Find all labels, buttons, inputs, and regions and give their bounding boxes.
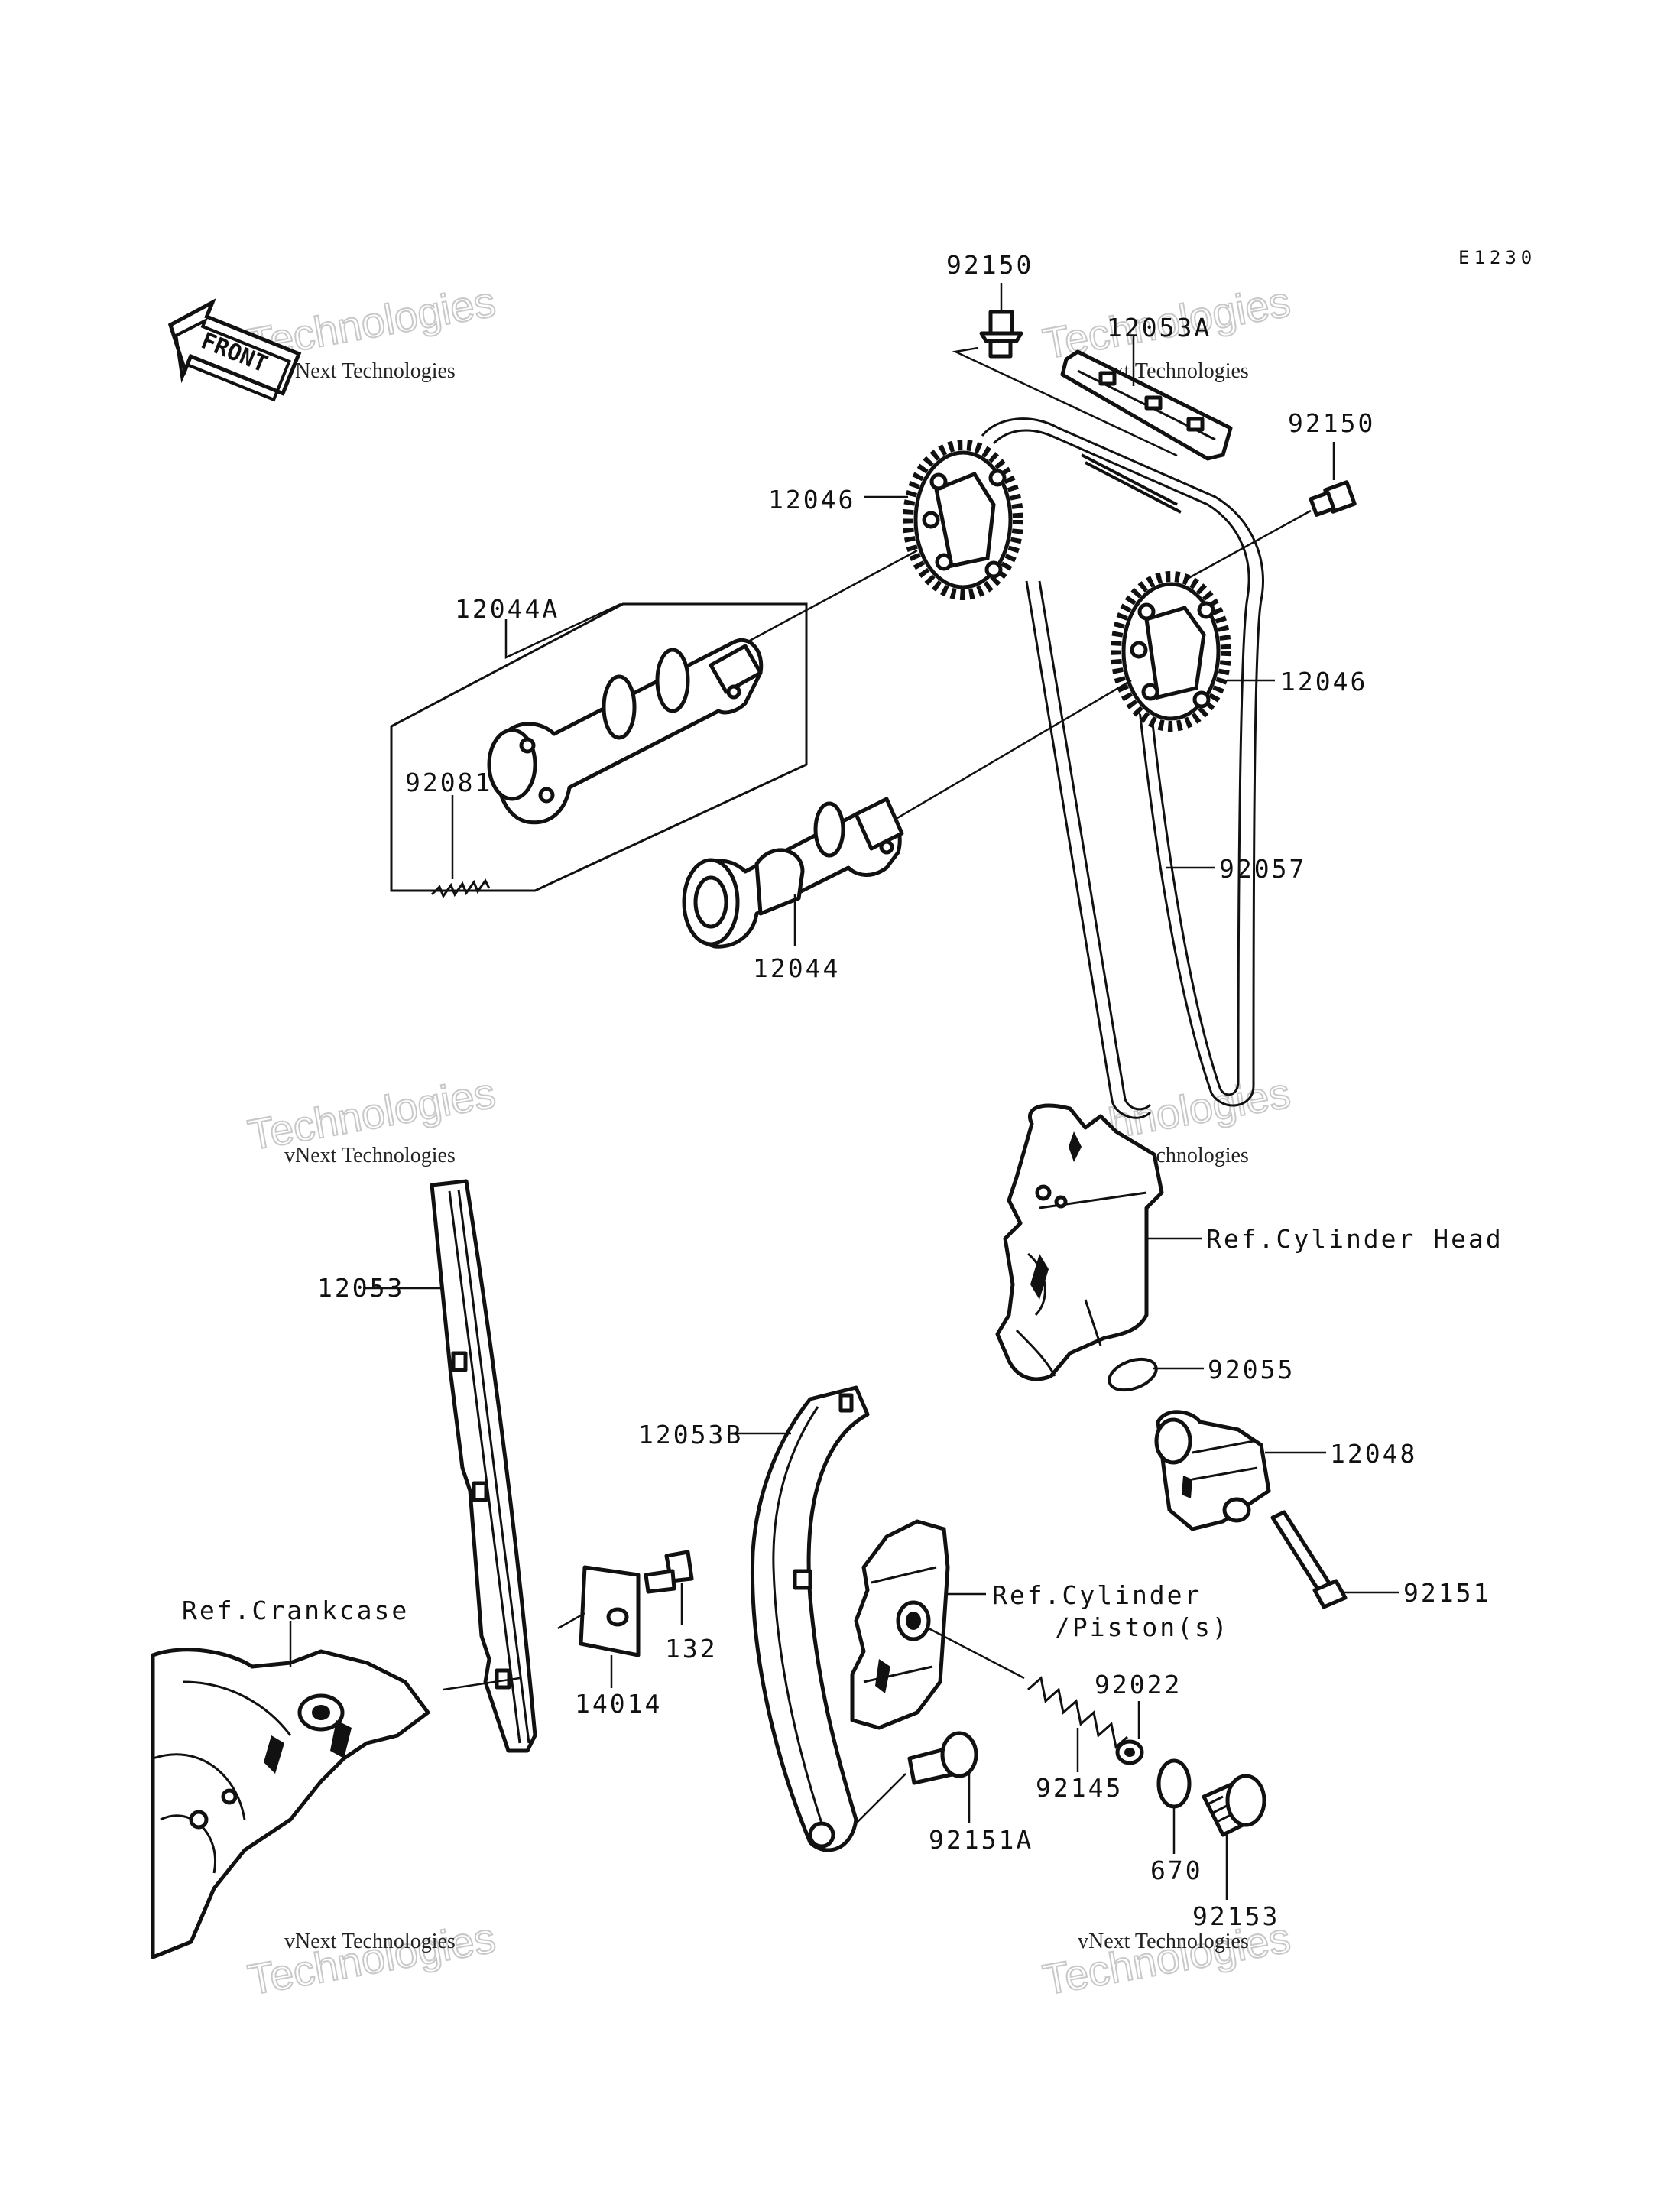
- callout-92022: 92022: [1095, 1670, 1182, 1700]
- callout-92150-right: 92150: [1288, 408, 1375, 438]
- oring-670: [1156, 1758, 1192, 1809]
- callout-92151: 92151: [1403, 1578, 1490, 1608]
- bolt-132: [644, 1550, 694, 1594]
- callout-labels: 92150 12053A 92150 12046 12044A 12046 92…: [182, 250, 1503, 1931]
- callout-cylinder: Ref.Cylinder: [992, 1580, 1202, 1610]
- callout-132: 132: [665, 1634, 718, 1664]
- washer-92022: [1115, 1739, 1144, 1765]
- callout-92151a: 92151A: [929, 1825, 1033, 1855]
- camshaft-12044a: [487, 638, 764, 825]
- callout-670: 670: [1150, 1855, 1203, 1885]
- spring-92081: [430, 878, 491, 899]
- crankcase-ref: [151, 1648, 430, 1959]
- cylinder-piston-ref: [850, 1519, 950, 1730]
- pivot-bolt-92151a: [907, 1731, 978, 1785]
- callout-12048: 12048: [1330, 1439, 1417, 1469]
- bolt-92150-right: [1309, 480, 1357, 517]
- callout-92057: 92057: [1219, 854, 1306, 884]
- callout-12046-lower: 12046: [1280, 667, 1367, 696]
- camshaft-12044: [682, 797, 904, 949]
- bracket-12044a: [390, 602, 808, 892]
- watermark-bottom-left: Technologies: [244, 1912, 500, 2005]
- callout-92150-top: 92150: [946, 250, 1033, 280]
- cam-chain-92057: [981, 417, 1264, 1119]
- bolt-92150-top: [979, 310, 1023, 359]
- tensioner-12048: [1154, 1410, 1271, 1531]
- callout-piston: /Piston(s): [1055, 1612, 1230, 1642]
- callout-12044a: 12044A: [455, 594, 559, 624]
- callout-12053a: 12053A: [1107, 313, 1211, 343]
- callout-92153: 92153: [1192, 1901, 1279, 1931]
- cylinder-head-ref: [995, 1103, 1164, 1381]
- watermark-text: vNext Technologies: [284, 1144, 456, 1167]
- watermark-text: Technologies: [245, 1913, 499, 2004]
- callout-crankcase: Ref.Crankcase: [182, 1596, 409, 1625]
- watermark-text: vNext Technologies: [1078, 1930, 1249, 1953]
- front-arrow-icon: FRONT: [167, 298, 302, 402]
- callout-92081: 92081: [405, 768, 492, 797]
- sprocket-12046-lower: [1111, 571, 1231, 732]
- callout-12044: 12044: [753, 953, 840, 983]
- gasket-92055: [1108, 1357, 1158, 1392]
- watermark-text: vNext Technologies: [284, 1930, 456, 1953]
- guide-12053a: [1060, 349, 1233, 461]
- watermark-text: vNext Technologies: [284, 359, 456, 383]
- spring-92145: [1027, 1676, 1128, 1749]
- callout-cylinder-head: Ref.Cylinder Head: [1206, 1224, 1503, 1254]
- bolt-92151: [1270, 1510, 1348, 1609]
- plate-14014: [579, 1565, 641, 1657]
- callout-14014: 14014: [575, 1689, 662, 1719]
- guide-12053b: [751, 1385, 870, 1852]
- cap-bolt-92153: [1202, 1774, 1266, 1837]
- diagram-code: E1230: [1458, 247, 1536, 268]
- callout-12053b: 12053B: [638, 1420, 743, 1450]
- sprocket-12046-upper: [903, 440, 1023, 600]
- callout-12053: 12053: [317, 1273, 404, 1303]
- callout-92055: 92055: [1208, 1355, 1295, 1385]
- callout-12046-upper: 12046: [768, 485, 855, 515]
- guide-12053: [430, 1179, 537, 1753]
- callout-92145: 92145: [1036, 1773, 1123, 1803]
